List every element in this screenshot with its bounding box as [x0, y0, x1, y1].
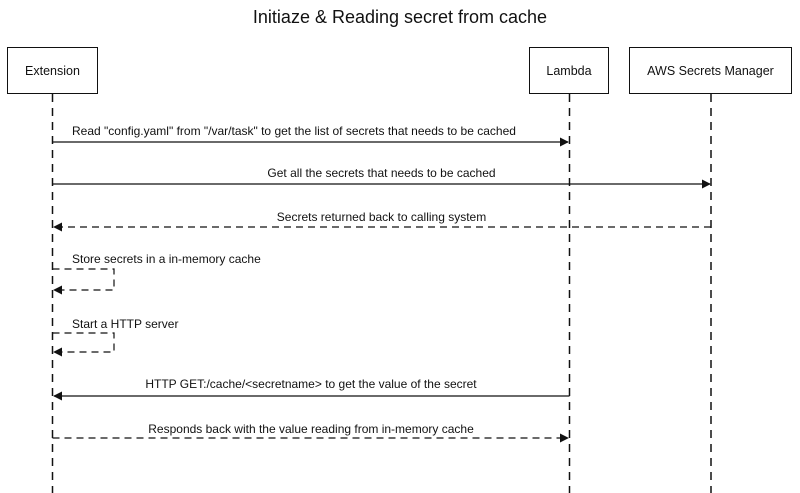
participant-extension: Extension — [7, 47, 98, 94]
message-label-read-config: Read "config.yaml" from "/var/task" to g… — [72, 124, 516, 138]
message-arrow-store-secrets — [52, 268, 115, 295]
participant-secrets-manager: AWS Secrets Manager — [629, 47, 792, 94]
diagram-title: Initiaze & Reading secret from cache — [252, 7, 548, 27]
participant-lambda-label: Lambda — [546, 63, 592, 78]
message-label-http-get: HTTP GET:/cache/<secretname> to get the … — [145, 377, 477, 391]
message-label-store-secrets: Store secrets in a in-memory cache — [72, 252, 261, 266]
message-label-start-http: Start a HTTP server — [72, 317, 179, 331]
participant-lambda: Lambda — [529, 47, 609, 94]
message-label-responds-back: Responds back with the value reading fro… — [148, 422, 474, 436]
message-arrow-start-http — [52, 332, 115, 357]
message-label-get-secrets: Get all the secrets that needs to be cac… — [267, 166, 496, 180]
message-label-secrets-returned: Secrets returned back to calling system — [276, 210, 487, 224]
participant-secrets-manager-label: AWS Secrets Manager — [647, 63, 774, 78]
participant-extension-label: Extension — [25, 63, 80, 78]
